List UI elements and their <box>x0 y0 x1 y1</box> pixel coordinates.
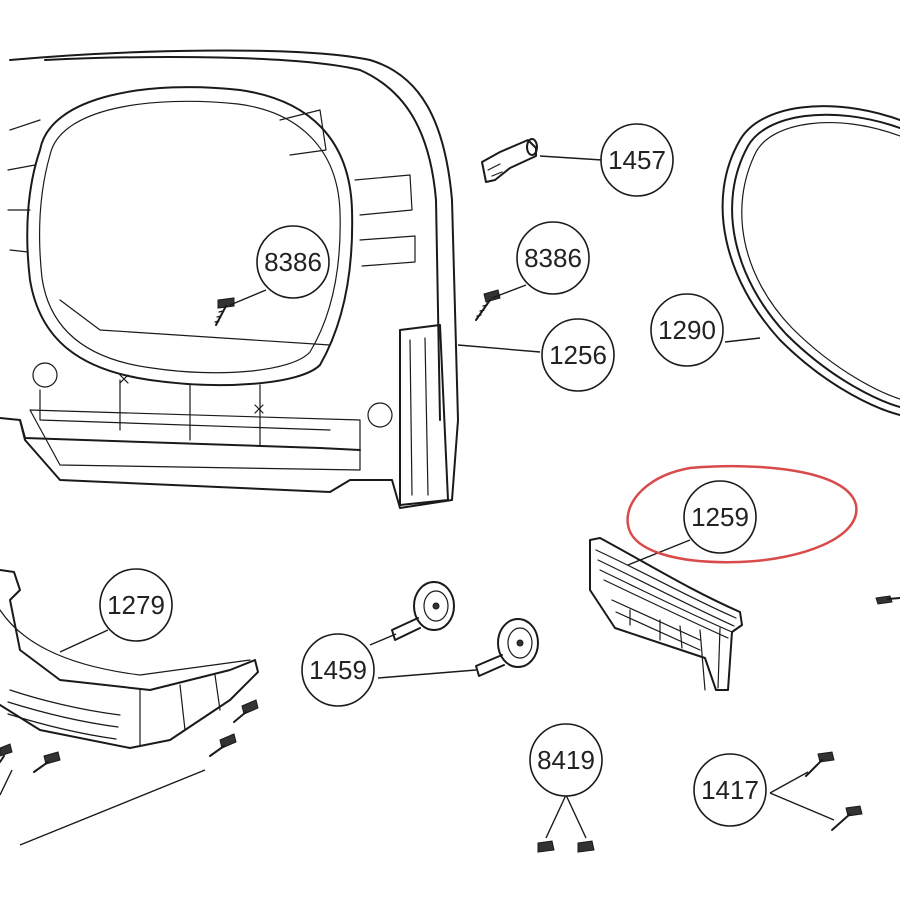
callout-1259: 1259 <box>683 480 757 554</box>
screw-8386-left <box>214 297 235 326</box>
callout-label: 8386 <box>524 243 582 273</box>
screw-1417-lower <box>831 805 863 831</box>
callout-label: 1256 <box>549 340 607 370</box>
screw-small-right <box>875 595 900 605</box>
screw-1417-upper <box>805 751 835 777</box>
callout-1256: 1256 <box>541 318 615 392</box>
callout-label: 1259 <box>691 502 749 532</box>
callout-1459: 1459 <box>301 633 375 707</box>
drum-seal-part <box>721 105 900 416</box>
callout-1279: 1279 <box>99 568 173 642</box>
screw-toe-4 <box>0 743 13 763</box>
screw-toe-2 <box>209 733 237 757</box>
callout-label: 1457 <box>608 145 666 175</box>
roller-upper-part <box>391 581 455 641</box>
roller-lower-part <box>475 618 539 677</box>
toe-panel-leader-2 <box>0 769 13 796</box>
toe-panel-leader <box>19 769 206 846</box>
latch-part <box>481 138 538 183</box>
callout-8419: 8419 <box>529 723 603 797</box>
callout-label: 8386 <box>264 247 322 277</box>
callout-1417: 1417 <box>693 753 767 827</box>
clip-8419-part <box>537 840 595 853</box>
front-bulkhead-part <box>0 49 459 509</box>
screw-toe-3 <box>33 751 61 773</box>
screw-8386-right <box>475 289 501 321</box>
callout-label: 8419 <box>537 745 595 775</box>
callout-8386-right: 8386 <box>516 221 590 295</box>
callout-1457: 1457 <box>600 123 674 197</box>
screw-toe-1 <box>233 699 259 723</box>
callout-1290: 1290 <box>650 293 724 367</box>
callout-label: 1290 <box>658 315 716 345</box>
callout-label: 1279 <box>107 590 165 620</box>
highlight-ellipse <box>626 464 858 564</box>
callout-label: 1459 <box>309 655 367 685</box>
toe-panel-part <box>0 569 259 749</box>
filter-grille-part <box>589 537 743 691</box>
callout-label: 1417 <box>701 775 759 805</box>
callout-8386-left: 8386 <box>256 225 330 299</box>
